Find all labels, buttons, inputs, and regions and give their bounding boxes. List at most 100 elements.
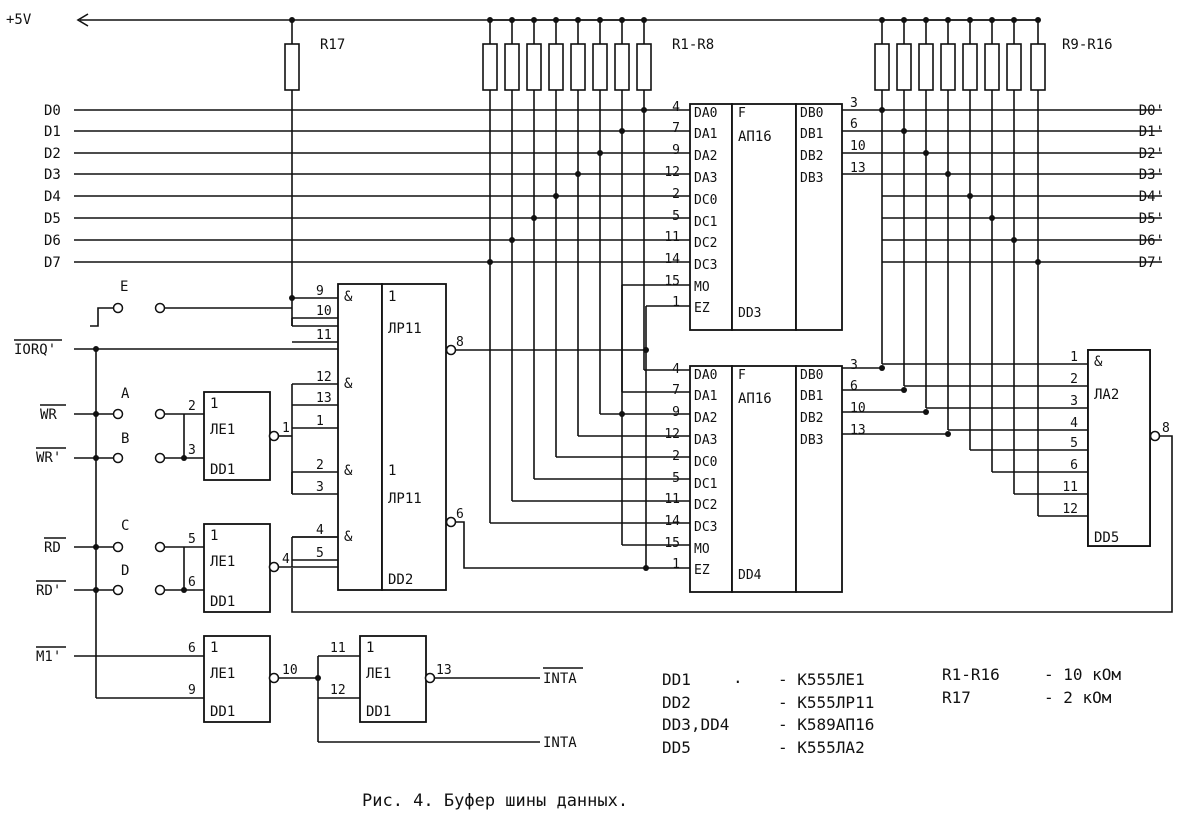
resistor-label: R17 [320, 37, 345, 53]
jumper-terminal [154, 408, 166, 420]
chip-function: & [1094, 354, 1103, 370]
pin-number: 11 [664, 492, 680, 507]
pin-number: 4 [672, 362, 680, 377]
legend-part: - К555ЛА2 [778, 738, 865, 757]
dd1-gate-inta [359, 635, 427, 723]
chip-pin-label: DC1 [694, 215, 717, 230]
input-data-label: D5 [44, 211, 61, 227]
chip-function: & [344, 289, 353, 305]
pin-number: 4 [316, 523, 324, 538]
pullup-resistor [504, 43, 520, 91]
pin-number: 3 [850, 96, 858, 111]
junction-dot [289, 295, 295, 301]
chip-pin-label: DA1 [694, 127, 717, 142]
junction-dot [967, 17, 973, 23]
chip-pin-label: DA0 [694, 368, 717, 383]
dd3-core [731, 103, 797, 331]
legend-ref: DD5 [662, 738, 691, 757]
chip-function: 1 [210, 528, 218, 544]
chip-function: & [344, 529, 353, 545]
pin-number: 10 [850, 401, 866, 416]
junction-dot [93, 587, 99, 593]
input-data-label: D3 [44, 167, 61, 183]
pullup-resistor [984, 43, 1000, 91]
pin-number: 11 [664, 230, 680, 245]
chip-pin-label: DB0 [800, 368, 823, 383]
input-rd-label: RD [44, 540, 61, 556]
pin-number: 1 [672, 557, 680, 572]
junction-dot [575, 171, 581, 177]
inversion-bubble [268, 430, 280, 442]
chip-pin-label: DA0 [694, 106, 717, 121]
chip-function: 1 [388, 463, 396, 479]
dd1-gate-rd [203, 523, 271, 613]
pin-number: 8 [456, 335, 464, 350]
junction-dot [597, 17, 603, 23]
dd4-core [731, 365, 797, 593]
junction-dot [619, 128, 625, 134]
junction-dot [641, 17, 647, 23]
junction-dot [923, 150, 929, 156]
pin-number: 3 [850, 358, 858, 373]
input-wr2-label: WR' [36, 450, 61, 466]
inversion-bubble [424, 672, 436, 684]
inversion-bubble [445, 344, 457, 356]
pin-number: 1 [316, 414, 324, 429]
chip-pin-label: DC0 [694, 455, 717, 470]
chip-pin-label: DA3 [694, 171, 717, 186]
jumper-terminal [154, 541, 166, 553]
chip-pin-label: DB2 [800, 149, 823, 164]
input-data-label: D6 [44, 233, 61, 249]
jumper-terminal [154, 452, 166, 464]
jumper-terminal [112, 452, 124, 464]
pullup-resistor [548, 43, 564, 91]
junction-dot [93, 411, 99, 417]
chip-function: & [344, 376, 353, 392]
junction-dot [945, 431, 951, 437]
junction-dot [93, 544, 99, 550]
pullup-resistor [636, 43, 652, 91]
chip-pin-label: DA2 [694, 411, 717, 426]
junction-dot [945, 171, 951, 177]
dd2-or-col [381, 283, 447, 591]
junction-dot [509, 237, 515, 243]
pullup-resistor [896, 43, 912, 91]
pin-number: 1 [1070, 350, 1078, 365]
output-data-label: D5' [1139, 211, 1164, 227]
pin-number: 8 [1162, 421, 1170, 436]
chip-name: DD5 [1094, 530, 1119, 546]
junction-dot [901, 387, 907, 393]
pin-number: 1 [672, 295, 680, 310]
chip-pin-label: DB1 [800, 127, 823, 142]
chip-name: DD1 [210, 462, 235, 478]
chip-function: F [738, 106, 746, 121]
pin-number: 11 [1062, 480, 1078, 495]
pin-number: 2 [316, 458, 324, 473]
chip-pin-label: DC1 [694, 477, 717, 492]
pin-number: 11 [330, 641, 346, 656]
pin-number: 10 [282, 663, 298, 678]
wires [74, 13, 1173, 743]
input-data-label: D4 [44, 189, 61, 205]
pin-number: 7 [672, 121, 680, 136]
junction-dot [901, 17, 907, 23]
chip-function: 1 [210, 640, 218, 656]
junction-dot [923, 17, 929, 23]
input-data-label: D2 [44, 146, 61, 162]
junction-dot [487, 17, 493, 23]
legend-value: - 10 кОм [1044, 665, 1121, 684]
chip-function: 1 [388, 289, 396, 305]
jumper-label: E [120, 279, 128, 295]
junction-dot [93, 455, 99, 461]
jumper-terminal [154, 584, 166, 596]
inversion-bubble [1149, 430, 1161, 442]
chip-function: & [344, 463, 353, 479]
input-wr-label: WR [40, 407, 57, 423]
legend-part: - К555ЛР11 [778, 693, 874, 712]
chip-type: ЛА2 [1094, 387, 1119, 403]
pin-number: 5 [672, 471, 680, 486]
pin-number: 9 [672, 405, 680, 420]
pullup-resistor [1006, 43, 1022, 91]
input-iorq-label: IORQ' [14, 342, 56, 358]
pullup-resistor [918, 43, 934, 91]
